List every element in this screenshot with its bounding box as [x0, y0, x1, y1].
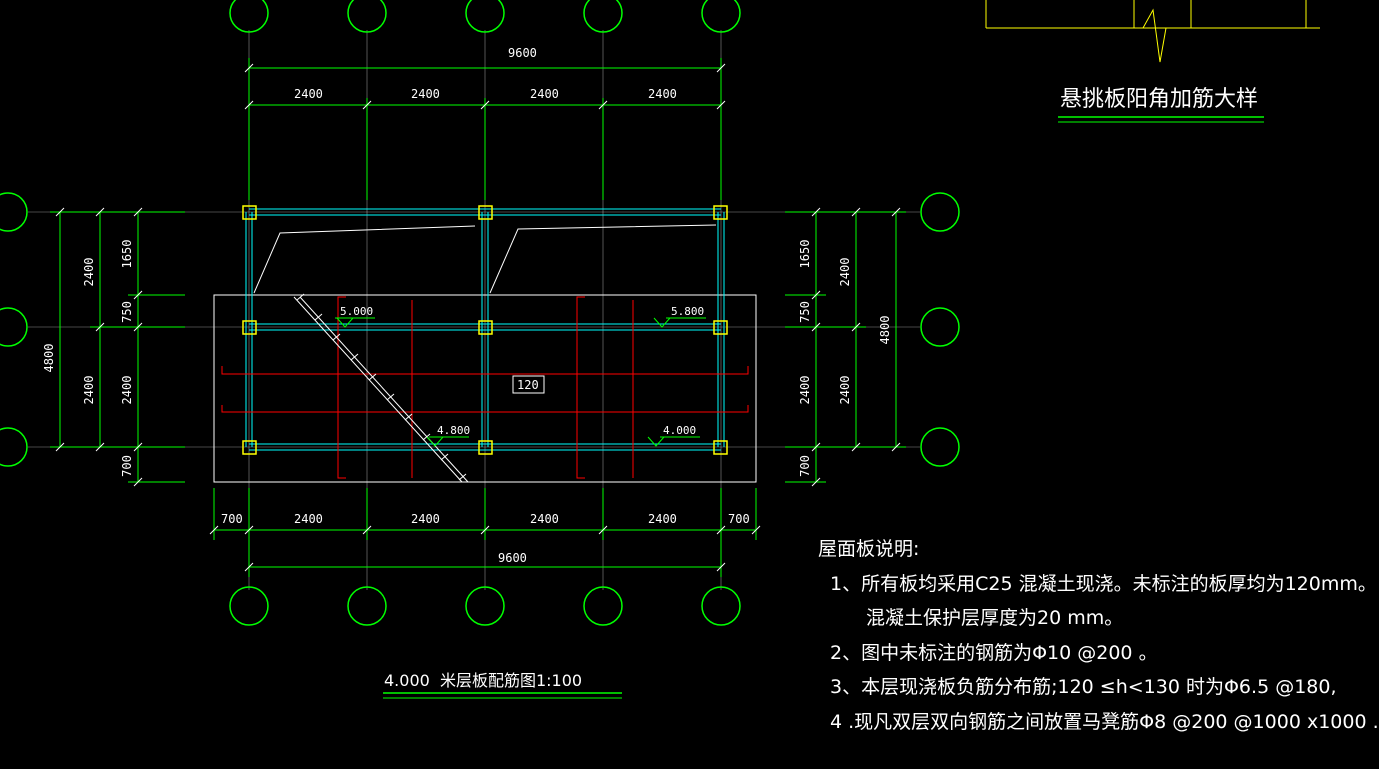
axis-bubbles-left [0, 192, 28, 467]
dim-left-inner-4: 700 [120, 455, 134, 477]
dim-right-inner-1: 1650 [798, 240, 812, 269]
right-dimension-ticks [811, 207, 901, 487]
dim-right-mid-1: 2400 [838, 258, 852, 287]
elevation-5800: 5.800 [671, 305, 704, 318]
axis-bubbles-top [229, 0, 741, 33]
slab-thickness-box [512, 375, 545, 394]
dim-left-mid-2: 2400 [82, 376, 96, 405]
elevation-4800: 4.800 [437, 424, 470, 437]
roof-slab-notes: 屋面板说明: 1、所有板均采用C25 混凝土现浇。未标注的板厚均为120mm。 … [818, 532, 1379, 739]
dim-left-mid-1: 2400 [82, 258, 96, 287]
dim-top-bay-3: 2400 [530, 87, 559, 101]
note-item-1: 1、所有板均采用C25 混凝土现浇。未标注的板厚均为120mm。 [830, 572, 1377, 595]
dim-right-total: 4800 [878, 316, 892, 345]
beams [245, 208, 725, 451]
axis-bubbles-right [920, 192, 960, 467]
note-item-3: 3、本层现浇板负筋分布筋;120 ≤h<130 时为Φ6.5 @180, [830, 676, 1337, 698]
dim-top-bay-1: 2400 [294, 87, 323, 101]
slab-outline [213, 294, 757, 483]
dim-bottom-bay-3: 2400 [530, 512, 559, 526]
top-dimension-lines [248, 58, 722, 200]
dim-bottom-overhang-right: 700 [728, 512, 750, 526]
dim-left-inner-1: 1650 [120, 240, 134, 269]
columns [242, 205, 728, 455]
elevation-4000: 4.000 [663, 424, 696, 437]
axis-bubbles-bottom [229, 586, 741, 626]
dim-top-bay-2: 2400 [411, 87, 440, 101]
left-dimension-lines [50, 211, 185, 483]
dim-bottom-bay-4: 2400 [648, 512, 677, 526]
dim-left-total: 4800 [42, 344, 56, 373]
dim-left-inner-2: 750 [120, 301, 134, 323]
left-dimension-ticks [55, 207, 143, 487]
dim-left-inner-3: 2400 [120, 376, 134, 405]
dim-top-bay-4: 2400 [648, 87, 677, 101]
note-item-4: 4 .现凡双层双向钢筋之间放置马凳筋Φ8 @200 @1000 x1000 . [830, 710, 1379, 733]
slab-break-lines [253, 224, 717, 294]
dim-right-inner-4: 700 [798, 455, 812, 477]
dim-right-inner-3: 2400 [798, 376, 812, 405]
note-item-1-continued: 混凝土保护层厚度为20 mm。 [866, 607, 1124, 629]
notes-heading: 屋面板说明: [818, 538, 920, 560]
rebar-lines [221, 296, 749, 479]
detail-title: 悬挑板阳角加筋大样 [1060, 87, 1258, 112]
right-dimension-lines [785, 211, 906, 483]
slab-thickness-label: 120 [517, 378, 539, 392]
top-dimension-ticks [244, 63, 726, 110]
plan-title: 4.000 米层板配筋图1:100 [384, 671, 582, 690]
dim-bottom-total: 9600 [498, 551, 527, 565]
bottom-dimension-ticks [209, 525, 761, 572]
cantilever-corner-detail [985, 0, 1320, 63]
dim-right-inner-2: 750 [798, 301, 812, 323]
note-item-2: 2、图中未标注的钢筋为Φ10 @200 。 [830, 641, 1158, 664]
dim-top-total: 9600 [508, 46, 537, 60]
corner-diagonal-rebar [293, 293, 469, 483]
dim-bottom-overhang-left: 700 [221, 512, 243, 526]
elevation-5000: 5.000 [340, 305, 373, 318]
floor-slab-reinforcement-drawing: 9600 2400 2400 2400 2400 700 2400 2400 2… [0, 0, 1320, 699]
elevation-symbols [335, 317, 706, 447]
dim-bottom-bay-1: 2400 [294, 512, 323, 526]
dim-right-mid-2: 2400 [838, 376, 852, 405]
dim-bottom-bay-2: 2400 [411, 512, 440, 526]
